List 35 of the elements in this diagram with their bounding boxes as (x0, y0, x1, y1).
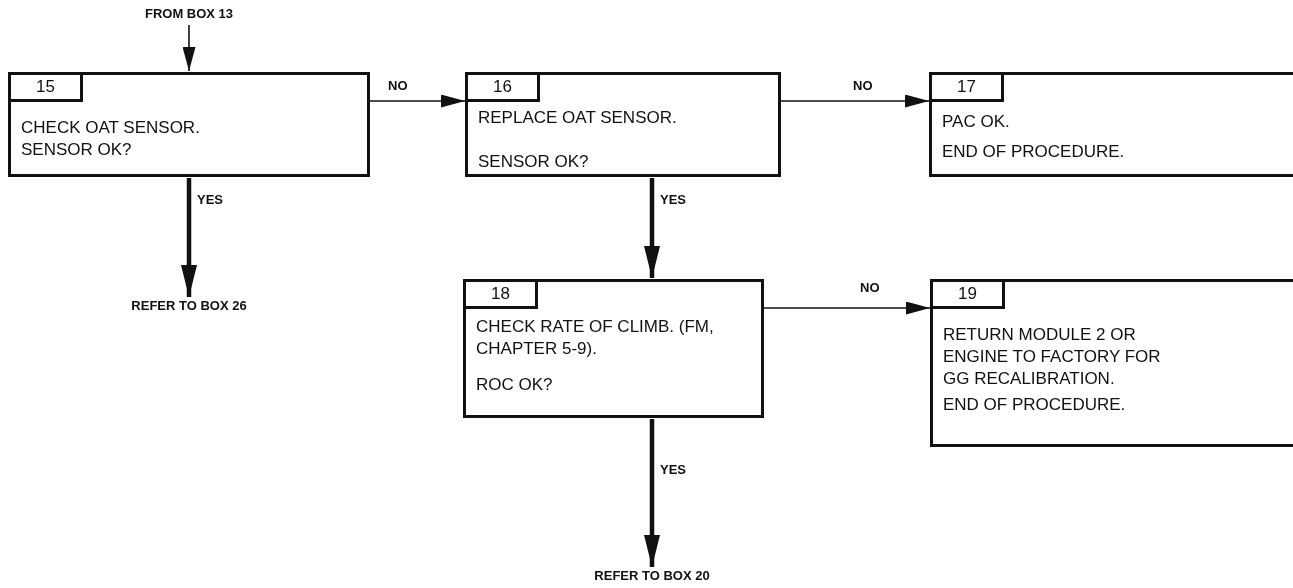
edge-label: NO (388, 78, 408, 93)
reference-label: REFER TO BOX 26 (124, 298, 254, 316)
arrow (181, 178, 197, 297)
step-text: CHECK RATE OF CLIMB. (FM, CHAPTER 5-9). (476, 316, 715, 360)
reference-label: REFER TO BOX 20 (587, 568, 717, 586)
step-number: 15 (8, 72, 83, 102)
reference-label: FROM BOX 13 (139, 6, 239, 24)
process-box (465, 72, 781, 177)
arrow (763, 301, 931, 315)
edge-label: YES (197, 192, 223, 207)
arrow (182, 24, 196, 72)
arrow (644, 419, 660, 567)
step-text: CHECK OAT SENSOR. SENSOR OK? (21, 117, 201, 161)
step-text: ROC OK? (476, 374, 554, 396)
process-box (929, 72, 1293, 177)
step-number: 17 (929, 72, 1004, 102)
edge-label: NO (860, 280, 880, 295)
step-text: END OF PROCEDURE. (942, 141, 1126, 163)
process-box (463, 279, 764, 418)
process-box (930, 279, 1293, 447)
edge-label: NO (853, 78, 873, 93)
arrow (369, 94, 466, 108)
step-text: END OF PROCEDURE. (943, 394, 1127, 416)
step-text: SENSOR OK? (478, 151, 590, 173)
step-text: RETURN MODULE 2 OR ENGINE TO FACTORY FOR GG RECALIBRATION. (943, 324, 1162, 390)
step-text: REPLACE OAT SENSOR. (478, 107, 678, 129)
step-text: PAC OK. (942, 111, 1011, 133)
step-number: 18 (463, 279, 538, 309)
arrow (780, 94, 930, 108)
step-number: 16 (465, 72, 540, 102)
process-box (8, 72, 370, 177)
arrow (644, 178, 660, 278)
edge-label: YES (660, 462, 686, 477)
step-number: 19 (930, 279, 1005, 309)
edge-label: YES (660, 192, 686, 207)
